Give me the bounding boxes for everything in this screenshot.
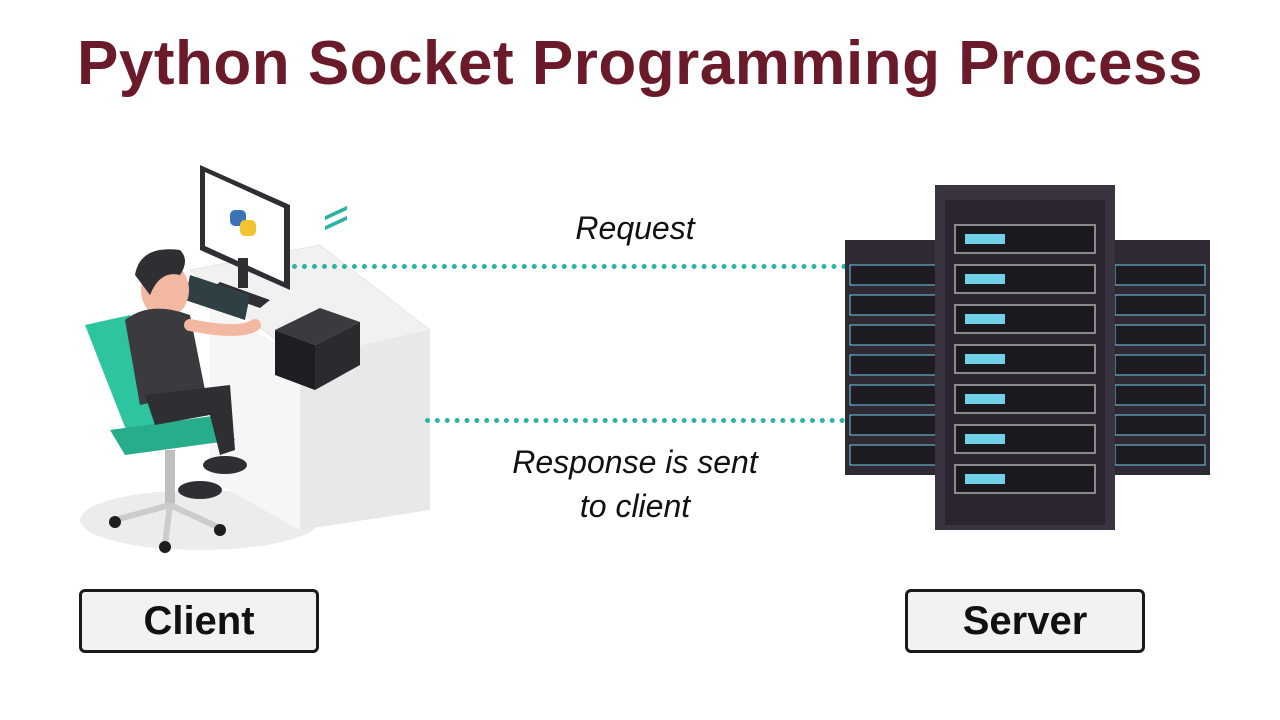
keyboard-icon (185, 275, 250, 320)
server-rack-left-icon (845, 240, 945, 475)
response-connector (425, 418, 845, 423)
response-label-line2: to client (579, 488, 691, 524)
server-rack-center-icon (935, 185, 1115, 530)
page-title: Python Socket Programming Process (77, 29, 1203, 98)
server-label: Server (905, 589, 1145, 653)
client-illustration (80, 165, 432, 553)
request-connector (292, 264, 847, 269)
server-illustration (845, 185, 1210, 530)
computer-case-icon (275, 205, 360, 390)
client-label: Client (79, 589, 319, 653)
server-rack-right-icon (1110, 240, 1210, 475)
python-logo-icon (230, 210, 256, 236)
response-label: Response is sent to client (500, 440, 770, 528)
office-chair-icon (85, 315, 235, 553)
response-label-line1: Response is sent (512, 444, 758, 480)
person-icon (125, 249, 261, 499)
request-label: Request (575, 210, 695, 246)
